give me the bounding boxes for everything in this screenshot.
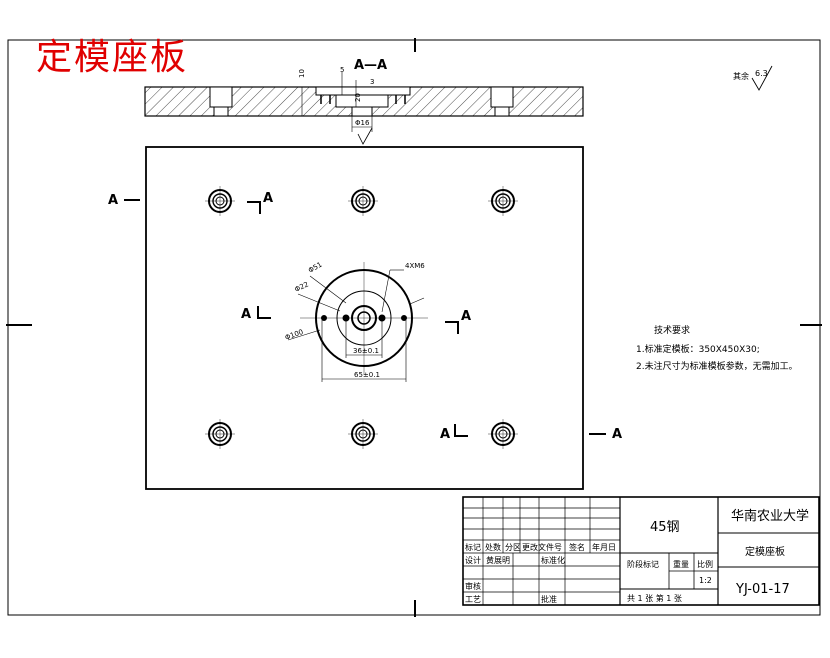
section-label: A <box>440 427 450 442</box>
title-block: 45钢 华南农业大学 定模座板 YJ-01-17 标记 处数 分区 更改文件号 … <box>462 496 820 606</box>
university-text: 华南农业大学 <box>731 508 809 524</box>
stage-mark-label: 阶段标记 <box>627 559 659 569</box>
section-label: A <box>461 309 471 324</box>
roughness-icon <box>751 65 773 91</box>
row-process: 工艺 <box>465 595 481 604</box>
col-count: 处数 <box>485 542 501 552</box>
section-dim-20: 20 <box>354 93 362 102</box>
counterbore-hole <box>488 186 518 216</box>
col-date: 年月日 <box>592 542 616 552</box>
counterbore-hole <box>348 186 378 216</box>
section-label: A <box>108 193 118 208</box>
roughness-prefix: 其余 <box>733 71 749 81</box>
roughness-icon <box>357 127 373 145</box>
section-label: A <box>263 191 273 206</box>
section-hole-dim: Φ16 <box>355 119 370 127</box>
notes-line-2: 2.未注尺寸为标准模板参数，无需加工。 <box>636 360 798 372</box>
dim-thread: 4XM6 <box>405 262 425 270</box>
dim-pilot: Φ22 <box>293 280 309 293</box>
plan-view: Φ51 Φ22 Φ100 4XM6 36±0.1 65±0.1 A A A A … <box>108 146 622 490</box>
row-design: 设计 <box>465 555 481 565</box>
drawing-title: 定模座板 <box>36 37 189 78</box>
row-review: 审核 <box>465 581 481 591</box>
roughness-value: 6.3 <box>755 69 768 78</box>
surface-roughness: 其余 6.3 <box>733 65 773 91</box>
section-top-dim: 10 <box>298 69 306 78</box>
scale-label: 比例 <box>697 559 713 569</box>
counterbore-holes <box>205 186 518 449</box>
dim-outer: Φ100 <box>284 328 304 342</box>
section-markers <box>124 199 606 437</box>
section-dim-3: 3 <box>370 78 374 86</box>
notes-heading: 技术要求 <box>654 324 690 336</box>
col-zone: 分区 <box>505 543 521 552</box>
locating-ring-detail <box>287 262 428 382</box>
col-change-doc: 更改文件号 <box>522 542 562 552</box>
section-label: A <box>612 427 622 442</box>
counterbore-hole <box>205 419 235 449</box>
scale-value: 1:2 <box>699 576 712 585</box>
sheet-frame <box>6 38 822 617</box>
notes-line-1: 1.标准定模板：350X450X30; <box>636 343 760 355</box>
part-name-text: 定模座板 <box>745 545 785 558</box>
designer-name: 黄展明 <box>486 555 510 565</box>
dim-hole-spacing: 36±0.1 <box>353 347 379 355</box>
material-text: 45钢 <box>650 520 680 535</box>
counterbore-hole <box>205 186 235 216</box>
dim-bolt-circle: Φ51 <box>307 261 323 275</box>
col-mark: 标记 <box>465 542 481 552</box>
counterbore-hole <box>488 419 518 449</box>
col-sign: 签名 <box>569 542 585 552</box>
dim-bolt-span: 65±0.1 <box>354 371 380 379</box>
section-label: A <box>241 307 251 322</box>
counterbore-hole <box>348 419 378 449</box>
section-dim-5: 5 <box>340 66 344 74</box>
drawing-number-text: YJ-01-17 <box>735 582 790 597</box>
section-view: A—A <box>144 58 584 145</box>
row-approve: 批准 <box>541 594 557 604</box>
row-standard: 标准化 <box>541 555 565 565</box>
section-title: A—A <box>354 58 387 73</box>
weight-label: 重量 <box>673 559 689 569</box>
technical-notes: 技术要求 1.标准定模板：350X450X30; 2.未注尺寸为标准模板参数，无… <box>636 324 798 372</box>
sheet-count: 共 1 张 第 1 张 <box>627 593 682 603</box>
